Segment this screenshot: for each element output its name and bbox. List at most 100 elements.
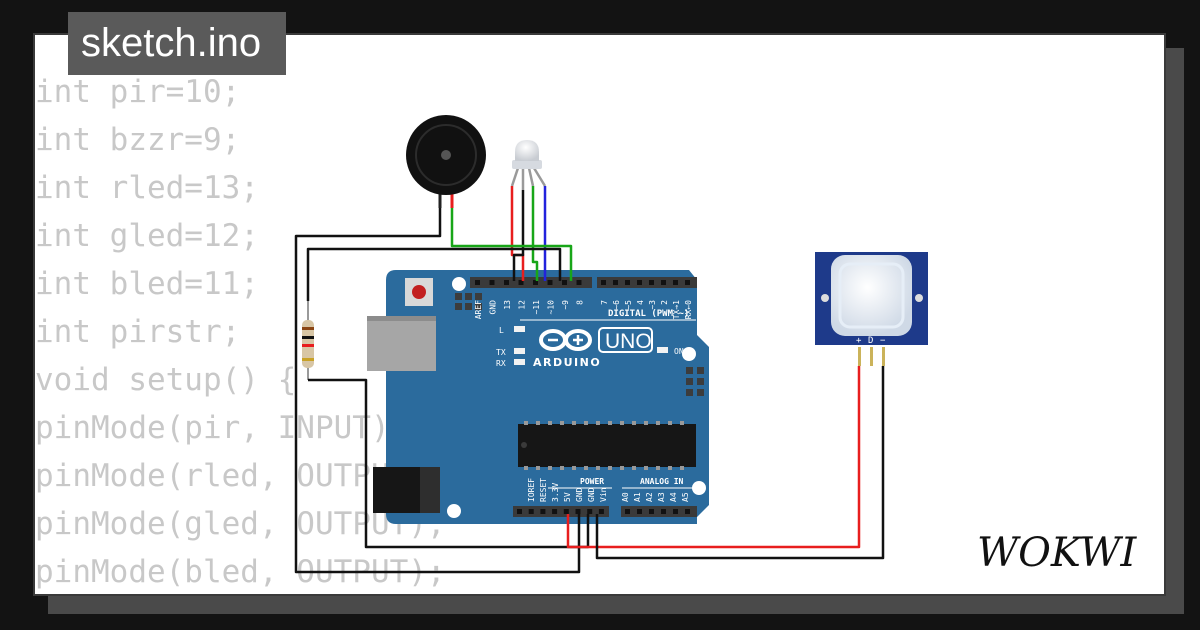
digital-pin-socket[interactable] <box>601 280 606 285</box>
digital-pin-socket[interactable] <box>533 280 538 285</box>
digital-pin-label: AREF <box>474 300 483 319</box>
chip-pin <box>644 421 648 425</box>
power-header <box>513 506 609 517</box>
digital-pin-socket[interactable] <box>547 280 553 285</box>
digital-pin-label: ~3 <box>648 300 657 310</box>
resistor-band <box>302 327 314 330</box>
digital-pin-socket[interactable] <box>562 280 567 285</box>
power-pin-socket[interactable] <box>587 509 593 514</box>
chip-pin <box>524 421 528 425</box>
digital-pin-label: 12 <box>518 300 527 310</box>
power-pin-socket[interactable] <box>598 509 604 514</box>
digital-header-label: DIGITAL (PWM ~) <box>608 309 689 319</box>
digital-pin-label: GND <box>489 300 498 315</box>
digital-pin-socket[interactable] <box>637 280 642 285</box>
digital-pin-socket[interactable] <box>504 280 509 285</box>
arduino-logo-symbols <box>548 335 583 345</box>
file-tab[interactable]: sketch.ino <box>68 12 286 75</box>
digital-pin-socket[interactable] <box>518 280 524 285</box>
chip-pin <box>632 421 636 425</box>
digital-pin-socket[interactable] <box>661 280 666 285</box>
wire-green-buzzer[interactable] <box>450 208 573 281</box>
chip-pin <box>608 466 612 470</box>
chip-pin <box>668 466 672 470</box>
usb-connector <box>367 316 436 371</box>
chip-notch <box>521 442 527 448</box>
resistor[interactable] <box>302 301 314 380</box>
reset-button-cap[interactable] <box>412 285 426 299</box>
power-pin-label: GND <box>587 487 596 502</box>
digital-header-right <box>597 277 697 288</box>
mounting-hole <box>452 277 466 291</box>
power-pin-socket[interactable] <box>517 509 522 514</box>
analog-pin-socket[interactable] <box>673 509 678 514</box>
chip-pin <box>560 466 564 470</box>
digital-pin-socket[interactable] <box>613 280 618 285</box>
usb-connector-shade <box>367 316 436 321</box>
led-on <box>657 347 668 353</box>
led-tx <box>514 348 525 354</box>
pir-pin-label: − <box>880 336 886 346</box>
chip-pin <box>680 421 684 425</box>
pir-motion-sensor[interactable]: +D− <box>815 252 928 366</box>
digital-pin-label: 8 <box>576 300 585 305</box>
led-lead <box>510 167 520 187</box>
power-pin-socket[interactable] <box>552 509 558 514</box>
rgb-led[interactable] <box>510 140 547 190</box>
digital-pin-label: ~10 <box>547 300 556 315</box>
analog-pin-socket[interactable] <box>685 509 690 514</box>
piezo-buzzer[interactable] <box>406 115 486 208</box>
digital-pin-socket[interactable] <box>673 280 678 285</box>
digital-pin-socket[interactable] <box>625 280 630 285</box>
analog-pin-socket[interactable] <box>661 509 666 514</box>
digital-pin-label: ~11 <box>532 300 541 315</box>
chip-pin <box>572 466 576 470</box>
power-pin-label: 3.3V <box>551 483 560 502</box>
wokwi-logo-text: WOKWI <box>977 530 1137 576</box>
wire-green-led[interactable] <box>531 186 539 281</box>
wire-black-resistor-top[interactable] <box>306 247 562 301</box>
led-lead <box>532 167 547 187</box>
led-tx-label: TX <box>496 348 506 357</box>
chip-pin <box>584 421 588 425</box>
analog-pin-socket[interactable] <box>625 509 630 514</box>
analog-header-label: ANALOG IN <box>640 477 684 486</box>
digital-pin-label: TX→1 <box>672 300 681 319</box>
wire-black-pir-gnd[interactable] <box>595 366 885 560</box>
mounting-hole <box>692 481 706 495</box>
wire-black-buzzer[interactable] <box>294 208 581 574</box>
chip-pin <box>632 466 636 470</box>
mounting-hole <box>447 504 461 518</box>
code-line: int pirstr; <box>35 314 241 350</box>
led-base <box>512 160 542 169</box>
analog-pin-label: A5 <box>681 492 690 502</box>
analog-pin-label: A3 <box>657 492 666 502</box>
chip-pin <box>656 421 660 425</box>
pir-pin-label: D <box>868 336 873 346</box>
resistor-band <box>302 358 314 361</box>
analog-pin-socket[interactable] <box>637 509 642 514</box>
power-pin-socket[interactable] <box>563 509 569 514</box>
wire-black-led-gnd[interactable] <box>512 190 525 281</box>
digital-pin-socket[interactable] <box>475 280 480 285</box>
chip-pin <box>656 466 660 470</box>
wire-red-pir-vcc[interactable] <box>566 366 861 549</box>
chip-pin <box>608 421 612 425</box>
power-pin-socket[interactable] <box>540 509 546 514</box>
code-line: int rled=13; <box>35 170 259 206</box>
digital-pin-label: 13 <box>503 300 512 310</box>
led-l <box>514 326 525 332</box>
digital-pin-socket[interactable] <box>576 280 582 285</box>
digital-pin-socket[interactable] <box>489 280 495 285</box>
pir-pin <box>870 347 873 366</box>
power-pin-socket[interactable] <box>528 509 534 514</box>
analog-pin-socket[interactable] <box>649 509 654 514</box>
power-pin-socket[interactable] <box>575 509 581 514</box>
wire-black-resistor-bottom[interactable] <box>308 378 590 549</box>
digital-pin-socket[interactable] <box>685 280 690 285</box>
digital-pin-socket[interactable] <box>649 280 654 285</box>
digital-header-left <box>470 277 592 288</box>
wokwi-logo: WOKWI <box>977 530 1137 576</box>
atmega-chip <box>518 424 696 467</box>
